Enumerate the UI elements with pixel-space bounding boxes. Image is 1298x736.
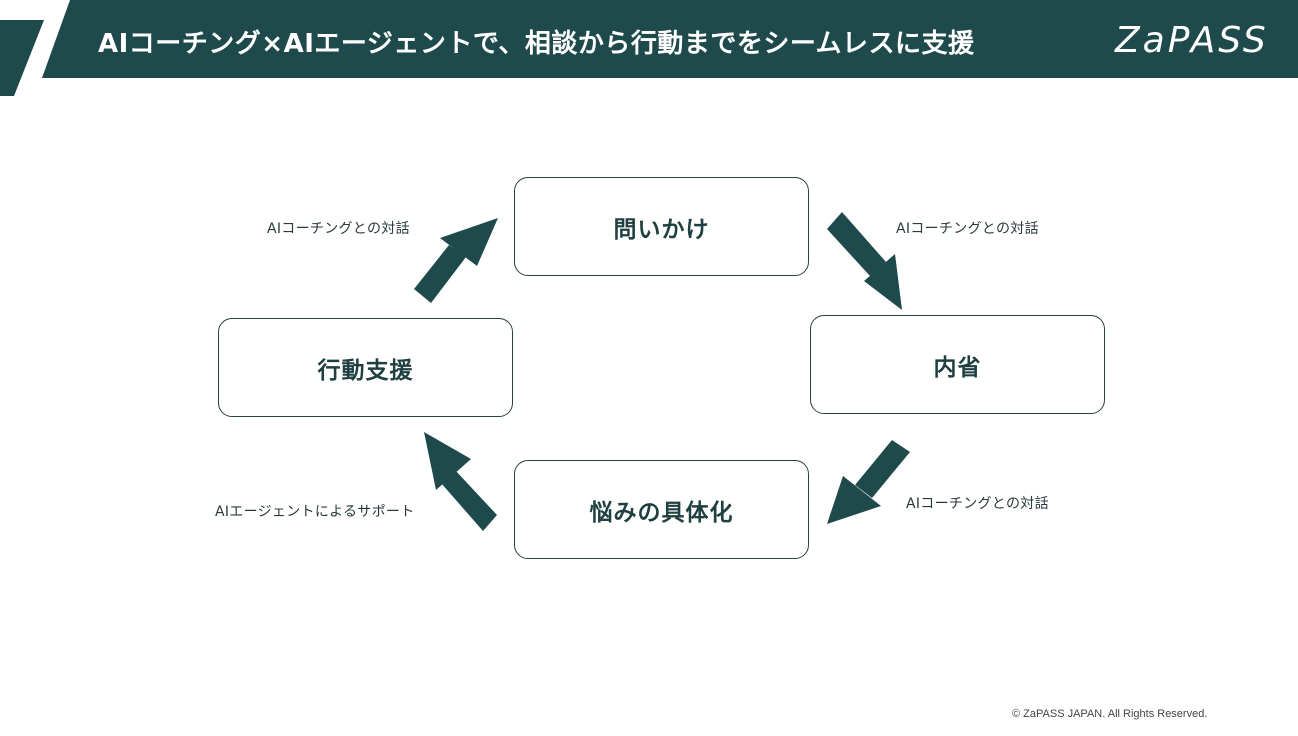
edge-label-right-to-bottom: AIコーチングとの対話 xyxy=(906,496,1049,512)
edge-label-top-to-right: AIコーチングとの対話 xyxy=(896,221,1039,237)
arrow-top-to-right xyxy=(827,212,902,310)
header-background xyxy=(0,0,1298,96)
node-questioning: 問いかけ xyxy=(514,177,809,276)
header-bar: AIコーチング×AIエージェントで、相談から行動までをシームレスに支援 ZaPA… xyxy=(0,0,1298,96)
arrow-bottom-to-left xyxy=(424,432,497,531)
node-action-support: 行動支援 xyxy=(218,318,513,417)
page-title: AIコーチング×AIエージェントで、相談から行動までをシームレスに支援 xyxy=(98,29,975,59)
header-accent-stripe xyxy=(0,20,44,96)
copyright-notice: © ZaPASS JAPAN. All Rights Reserved. xyxy=(1012,708,1208,720)
node-reflection: 内省 xyxy=(810,315,1105,414)
node-concretizing-concerns-label: 悩みの具体化 xyxy=(589,499,734,526)
header-band xyxy=(42,0,1298,78)
brand-logo: ZaPASS xyxy=(1115,20,1269,61)
arrow-right-to-bottom xyxy=(827,440,910,524)
node-reflection-label: 内省 xyxy=(933,354,982,381)
node-concretizing-concerns: 悩みの具体化 xyxy=(514,460,809,559)
edge-label-left-to-top: AIコーチングとの対話 xyxy=(267,221,410,237)
edge-label-bottom-to-left: AIエージェントによるサポート xyxy=(215,504,415,520)
arrow-left-to-top xyxy=(414,218,498,303)
node-action-support-label: 行動支援 xyxy=(317,357,414,384)
node-questioning-label: 問いかけ xyxy=(613,216,710,243)
